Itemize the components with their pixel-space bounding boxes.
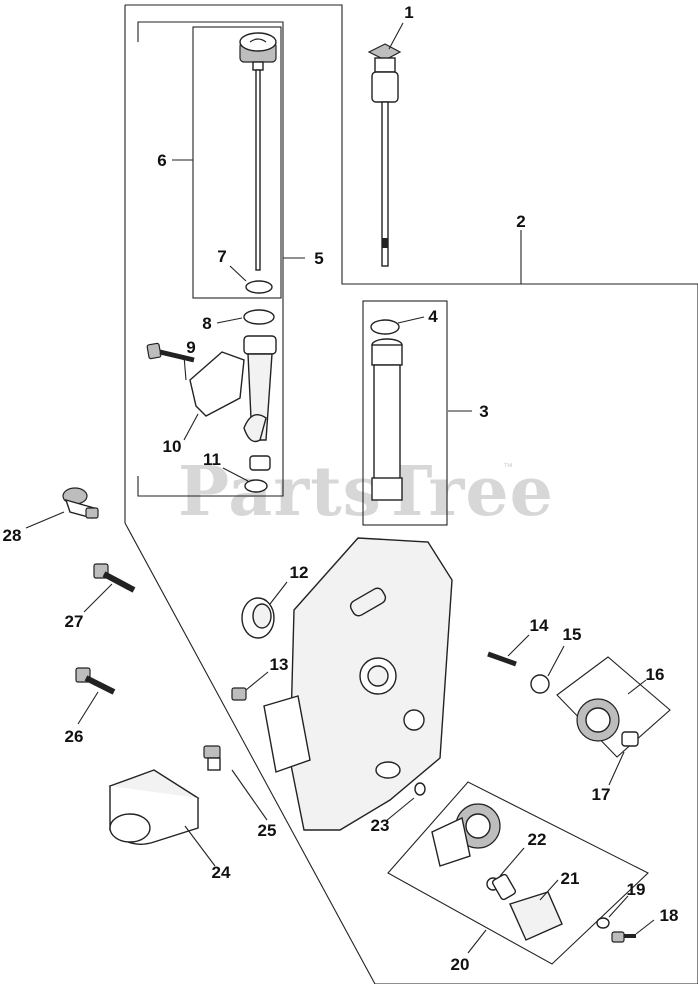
callout-15: 15 [563,625,582,644]
callout-17: 17 [592,785,611,804]
callout-26: 26 [65,727,84,746]
part-19-washer [596,917,610,929]
part-4-o-ring [370,319,400,335]
part-23-o-ring [414,782,426,796]
callout-18: 18 [660,906,679,925]
part-27-bolt [93,563,136,593]
callout-23: 23 [371,816,390,835]
part-20-oil-pump [431,803,501,867]
callout-24: 24 [212,863,231,882]
callout-12: 12 [290,563,309,582]
callout-3: 3 [479,402,488,421]
part-10-bracket [189,351,245,417]
callout-20: 20 [451,955,470,974]
part-15-washer [530,674,550,694]
part-1-dipstick [367,43,402,267]
part-17-shaft [621,731,639,747]
callout-2: 2 [516,212,525,231]
callout-7: 7 [217,247,226,266]
part-12-oil-seal [241,597,275,639]
part-11-o-ring [244,479,268,493]
callout-11: 11 [203,450,221,469]
part-3-tube [371,338,403,501]
callout-14: 14 [530,616,549,635]
callout-4: 4 [428,307,438,326]
watermark-text: PartsTree [178,452,554,532]
callout-16: 16 [646,665,665,684]
part-28-breather [62,487,99,519]
watermark-trademark: ™ [503,462,513,473]
callout-6: 6 [157,151,166,170]
callout-27: 27 [65,612,84,631]
callout-25: 25 [258,821,277,840]
leader-lines [25,22,655,954]
callout-labels: 1 2 3 4 5 6 7 8 9 10 11 12 13 14 15 16 1… [3,3,679,974]
part-24-oil-filter [108,769,200,845]
callout-22: 22 [528,830,547,849]
part-21-sensor [491,873,563,941]
callout-28: 28 [3,526,22,545]
callout-13: 13 [270,655,289,674]
callout-21: 21 [561,869,580,888]
callout-1: 1 [404,3,413,22]
part-9-screw [146,342,195,363]
part-13-plug [231,687,247,701]
part-26-bolt [75,667,116,695]
part-6-dipstick [239,32,277,271]
part-8-o-ring [243,309,275,325]
callout-19: 19 [627,880,646,899]
callout-9: 9 [186,338,195,357]
part-16-gear [576,698,620,742]
part-14-pin [487,651,517,667]
crankcase-cover [263,537,453,831]
callout-8: 8 [202,314,211,333]
part-25-fitting [203,745,221,771]
callout-5: 5 [314,249,323,268]
part-5-dipstick-tube [243,335,277,471]
callout-10: 10 [163,437,182,456]
part-18-screw [611,931,636,943]
part-7-o-ring [245,280,273,294]
